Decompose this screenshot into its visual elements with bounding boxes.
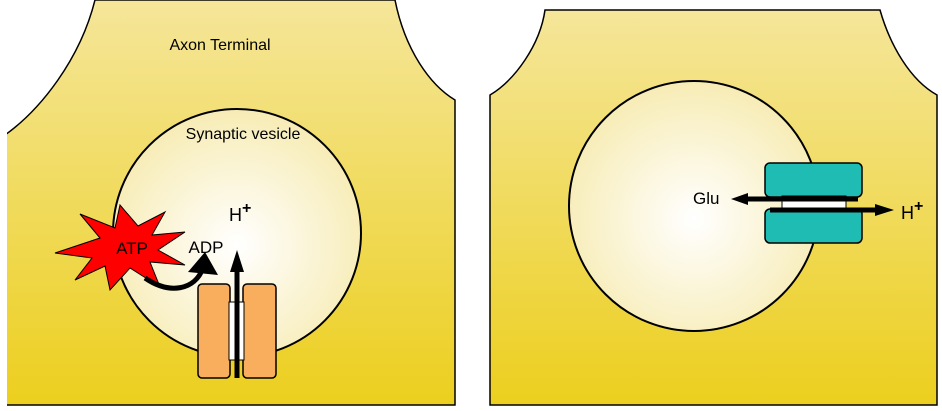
atp-starburst [54,203,186,292]
proton-pump [197,283,277,379]
synaptic-vesicle-label: Synaptic vesicle [186,126,301,143]
arrowhead-icon [188,252,218,275]
right-panel: Glu H+ [489,9,938,406]
adp-label: ADP [189,238,224,257]
proton-label: H+ [901,198,923,223]
arrowhead-icon [875,204,894,216]
arrowhead-icon [230,250,244,272]
atp-label: ATP [116,239,148,258]
proton-label: H+ [229,200,251,225]
axon-terminal-label: Axon Terminal [169,37,270,54]
arrowhead-icon [731,193,748,205]
glu-label: Glu [693,189,719,208]
left-panel: Axon Terminal Synaptic vesicle ATP ADP H… [4,0,456,410]
glutamate-transporter [764,162,863,244]
atp-hydrolysis-arrow [143,266,206,291]
